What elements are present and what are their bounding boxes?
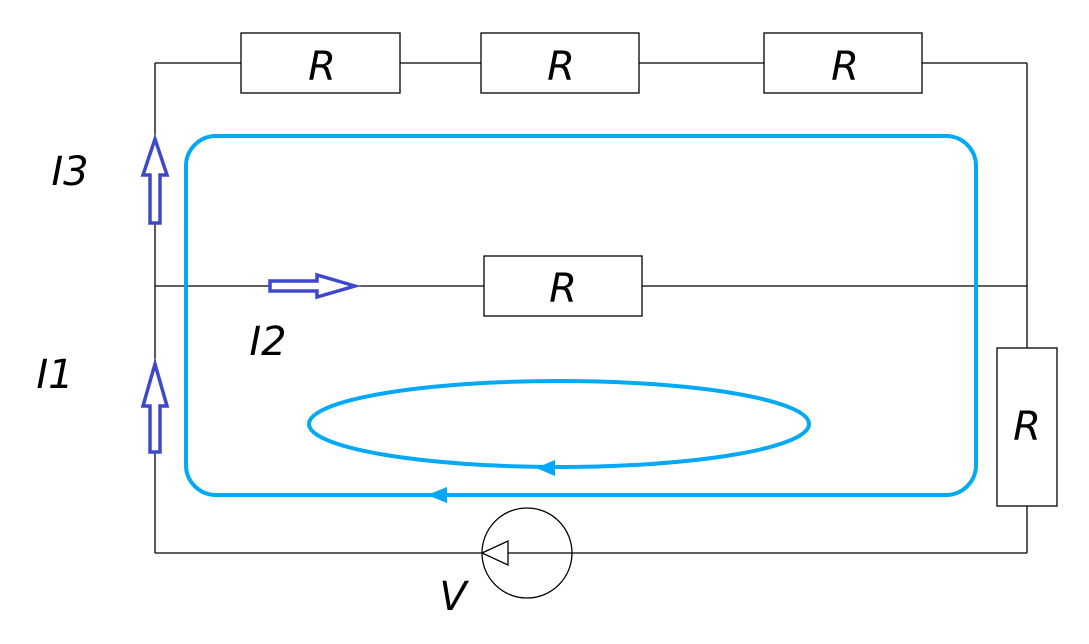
current-label: I2 (249, 319, 286, 365)
current-i1: I1 (36, 352, 170, 454)
arrow-right-icon (268, 272, 362, 300)
resistor-body (763, 32, 923, 94)
resistor-body (996, 347, 1058, 507)
source-label: V (439, 574, 469, 620)
inner-loop (307, 379, 811, 469)
resistor-right: R (996, 347, 1058, 507)
resistor-top-3: R (763, 32, 923, 94)
current-i3: I3 (51, 133, 170, 225)
outer-loop (184, 134, 978, 497)
resistor-body (480, 32, 640, 94)
resistor-middle: R (483, 255, 643, 317)
current-label: I1 (36, 352, 73, 398)
resistor-label: R (831, 44, 859, 90)
current-i2: I2 (249, 272, 362, 365)
resistor-top-2: R (480, 32, 640, 94)
resistor-label: R (549, 266, 577, 312)
resistor-label: R (1013, 404, 1041, 450)
resistor-top-1: R (240, 32, 401, 94)
resistor-body (483, 255, 643, 317)
resistor-body (240, 32, 401, 94)
inner-loop-arrow-icon (536, 460, 555, 476)
arrow-up-icon (140, 133, 170, 225)
resistor-label: R (547, 44, 575, 90)
arrow-up-icon (140, 357, 170, 454)
voltage-source: V (439, 507, 573, 620)
outer-loop-arrow-icon (427, 487, 447, 503)
current-label: I3 (51, 149, 88, 195)
wires (154, 62, 1028, 554)
resistor-label: R (308, 44, 336, 90)
mesh-loops (184, 134, 978, 503)
